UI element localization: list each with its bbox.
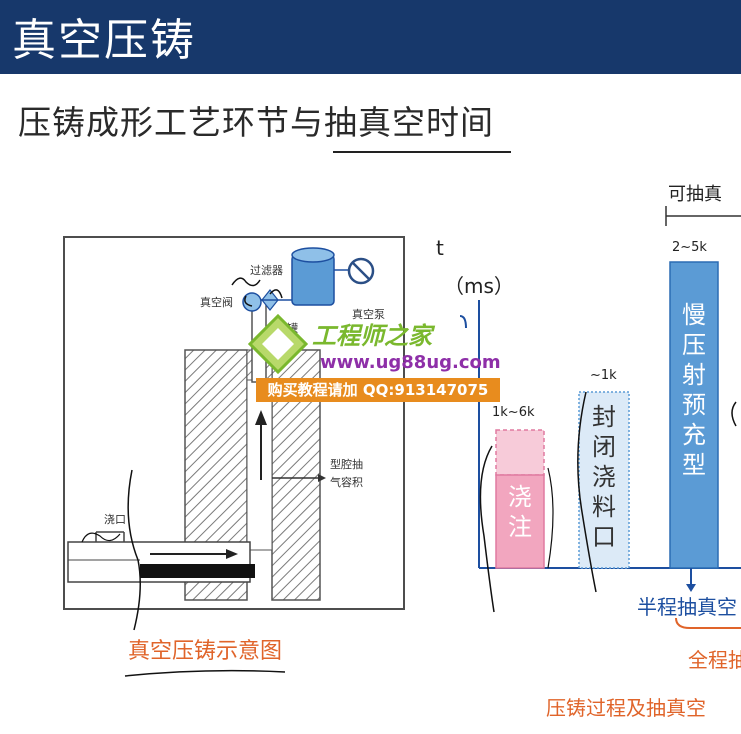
diagram-caption: 真空压铸示意图 bbox=[128, 639, 283, 664]
bar-slow-shot-text: 慢压射预充型 bbox=[682, 301, 706, 479]
axis-unit-label: （ms） bbox=[444, 274, 514, 298]
bar-slow-shot-value: 2~5k bbox=[672, 240, 707, 255]
vacuum-valve-label: 真空阀 bbox=[200, 296, 233, 309]
slide-subtitle: 压铸成形工艺环节与抽真空时间 bbox=[18, 103, 494, 142]
pour-port-label: 浇口 bbox=[104, 513, 126, 526]
watermark-logo-icon bbox=[248, 314, 308, 374]
full-range-bracket bbox=[675, 617, 741, 629]
bar-seal-text: 封闭浇料口 bbox=[592, 403, 616, 551]
full-vacuum-label: 全程抽 bbox=[688, 648, 741, 672]
cavity-exhaust-label: 型腔抽 bbox=[330, 458, 363, 471]
gas-volume-label: 气容积 bbox=[330, 476, 363, 489]
half-vacuum-label: 半程抽真空 bbox=[637, 595, 737, 619]
bar-pour bbox=[495, 474, 545, 569]
axis-t-label: t bbox=[436, 236, 444, 260]
filter-label: 过滤器 bbox=[250, 264, 283, 277]
bar-pour-dashed bbox=[495, 429, 545, 476]
title-bar bbox=[0, 0, 741, 74]
plunger bbox=[140, 564, 255, 578]
watermark-brand: 工程师之家 bbox=[312, 322, 432, 350]
watermark-banner: 购买教程请加 QQ:913147075 bbox=[256, 378, 500, 402]
chart-caption: 压铸过程及抽真空 bbox=[546, 696, 706, 720]
slide-title: 真空压铸 bbox=[12, 15, 196, 66]
watermark-url: www.ug88ug.com bbox=[320, 352, 501, 373]
bar-pour-value: 1k~6k bbox=[492, 405, 535, 420]
vacuum-available-label: 可抽真 bbox=[668, 184, 722, 205]
subtitle-underline bbox=[333, 151, 511, 153]
bar-pour-text: 浇注 bbox=[508, 483, 532, 541]
bar-seal-value: ~1k bbox=[590, 368, 617, 383]
bar-slow-shot bbox=[669, 261, 719, 569]
vacuum-pump-label: 真空泵 bbox=[352, 308, 385, 321]
vacuum-valve-icon bbox=[242, 292, 262, 312]
